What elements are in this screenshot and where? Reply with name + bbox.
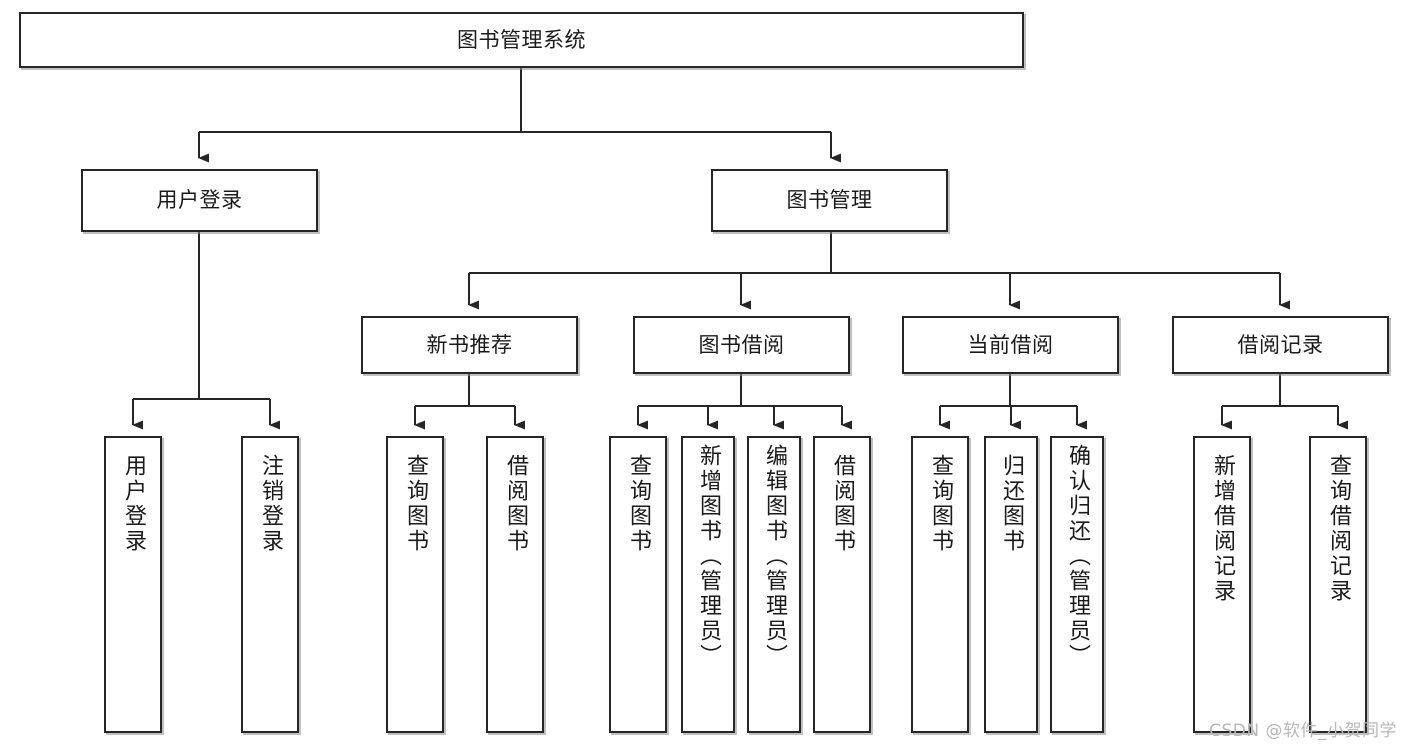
node-leaf-query-book-new[interactable]: 查询图书 <box>386 436 444 733</box>
node-leaf-label: 归还图书 <box>999 454 1024 554</box>
node-leaf-borrow-book[interactable]: 借阅图书 <box>813 436 871 733</box>
node-leaf-label: 查询借阅记录 <box>1326 454 1351 604</box>
node-leaf-add-borrow-record[interactable]: 新增借阅记录 <box>1193 436 1251 733</box>
node-leaf-label: 用户登录 <box>121 454 146 554</box>
node-leaf-label: 借阅图书 <box>503 454 528 554</box>
node-leaf-label: 确认归还（管理员） <box>1065 444 1090 669</box>
node-root-label: 图书管理系统 <box>457 27 586 52</box>
node-leaf-add-book-admin[interactable]: 新增图书（管理员） <box>681 436 735 733</box>
node-current-borrow-label: 当前借阅 <box>967 332 1054 357</box>
node-leaf-query-book-current[interactable]: 查询图书 <box>911 436 969 733</box>
node-leaf-label: 编辑图书（管理员） <box>762 444 787 669</box>
node-leaf-user-login[interactable]: 用户登录 <box>104 436 162 733</box>
node-book-management-label: 图书管理 <box>786 188 873 213</box>
node-leaf-borrow-book-new[interactable]: 借阅图书 <box>486 436 544 733</box>
node-root-system[interactable]: 图书管理系统 <box>19 12 1024 68</box>
node-leaf-return-book[interactable]: 归还图书 <box>984 436 1038 733</box>
node-user-login[interactable]: 用户登录 <box>81 169 318 232</box>
node-new-book-recommend-label: 新书推荐 <box>426 332 513 357</box>
node-borrow-records[interactable]: 借阅记录 <box>1172 316 1389 374</box>
node-book-management[interactable]: 图书管理 <box>711 169 948 232</box>
node-leaf-query-borrow-record[interactable]: 查询借阅记录 <box>1309 436 1367 733</box>
node-new-book-recommend[interactable]: 新书推荐 <box>361 316 578 374</box>
node-leaf-label: 查询图书 <box>403 454 428 554</box>
node-current-borrow[interactable]: 当前借阅 <box>902 316 1119 374</box>
node-book-borrow[interactable]: 图书借阅 <box>633 316 850 374</box>
node-leaf-label: 新增借阅记录 <box>1210 454 1235 604</box>
node-leaf-label: 新增图书（管理员） <box>696 444 721 669</box>
csdn-watermark: CSDN @软件_小贺同学 <box>1209 721 1397 741</box>
node-leaf-label: 借阅图书 <box>830 454 855 554</box>
node-leaf-label: 注销登录 <box>258 454 283 554</box>
node-leaf-edit-book-admin[interactable]: 编辑图书（管理员） <box>747 436 801 733</box>
node-leaf-label: 查询图书 <box>626 454 651 554</box>
node-leaf-query-book-borrow[interactable]: 查询图书 <box>609 436 667 733</box>
node-leaf-label: 查询图书 <box>928 454 953 554</box>
node-user-login-label: 用户登录 <box>156 188 243 213</box>
node-leaf-logout[interactable]: 注销登录 <box>241 436 299 733</box>
node-borrow-records-label: 借阅记录 <box>1237 332 1324 357</box>
node-book-borrow-label: 图书借阅 <box>698 332 785 357</box>
node-leaf-confirm-return-admin[interactable]: 确认归还（管理员） <box>1050 436 1104 733</box>
